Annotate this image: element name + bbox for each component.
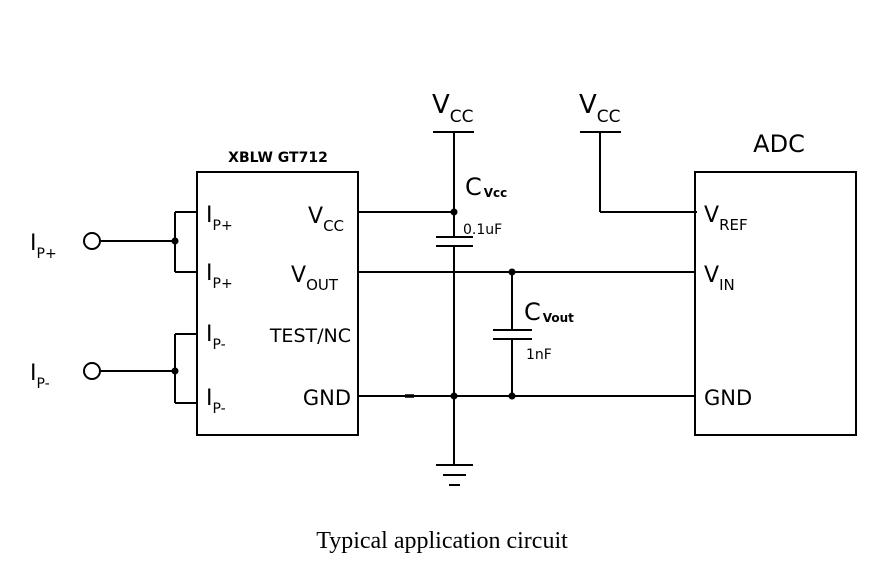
chip-pin-ip-minus-1: IP-	[206, 322, 226, 353]
chip-pin-vcc: VCC	[308, 204, 344, 235]
ip-plus-terminal	[83, 232, 101, 250]
chip-pin-test-nc: TEST/NC	[269, 325, 351, 347]
input-ip-plus-label: IP+	[30, 231, 57, 262]
chip-pin-vout: VOUT	[291, 263, 339, 294]
chip-pin-gnd: GND	[303, 386, 351, 410]
ip-minus-terminal	[83, 362, 101, 380]
cvout-capacitor	[493, 329, 532, 396]
vcc-adc-label: VCC	[579, 90, 621, 127]
ip-minus-wiring	[101, 333, 197, 404]
adc-title: ADC	[753, 130, 805, 158]
vcc-net	[358, 132, 458, 236]
vout-net	[358, 268, 697, 329]
chip-pin-ip-plus-1: IP+	[206, 203, 233, 234]
adc-body	[694, 171, 857, 436]
adc-pin-vin: VIN	[704, 263, 735, 294]
vref-net	[599, 132, 697, 213]
vcc-main-label: VCC	[432, 90, 474, 127]
input-ip-minus-label: IP-	[30, 361, 50, 392]
chip-pin-ip-minus-2: IP-	[206, 386, 226, 417]
chip-name: XBLW GT712	[228, 150, 328, 166]
adc-pin-gnd: GND	[704, 386, 752, 410]
gnd-net	[358, 392, 697, 400]
cvcc-capacitor	[436, 236, 473, 247]
chip-pin-ip-plus-2: IP+	[206, 261, 233, 292]
cvcc-value: 0.1uF	[463, 222, 502, 238]
cvout-value: 1nF	[526, 347, 552, 363]
caption: Typical application circuit	[316, 528, 568, 554]
chip-body	[196, 171, 359, 436]
ground-symbol	[436, 464, 473, 486]
ip-plus-wiring	[101, 211, 197, 273]
adc-pin-vref: VREF	[704, 203, 748, 234]
